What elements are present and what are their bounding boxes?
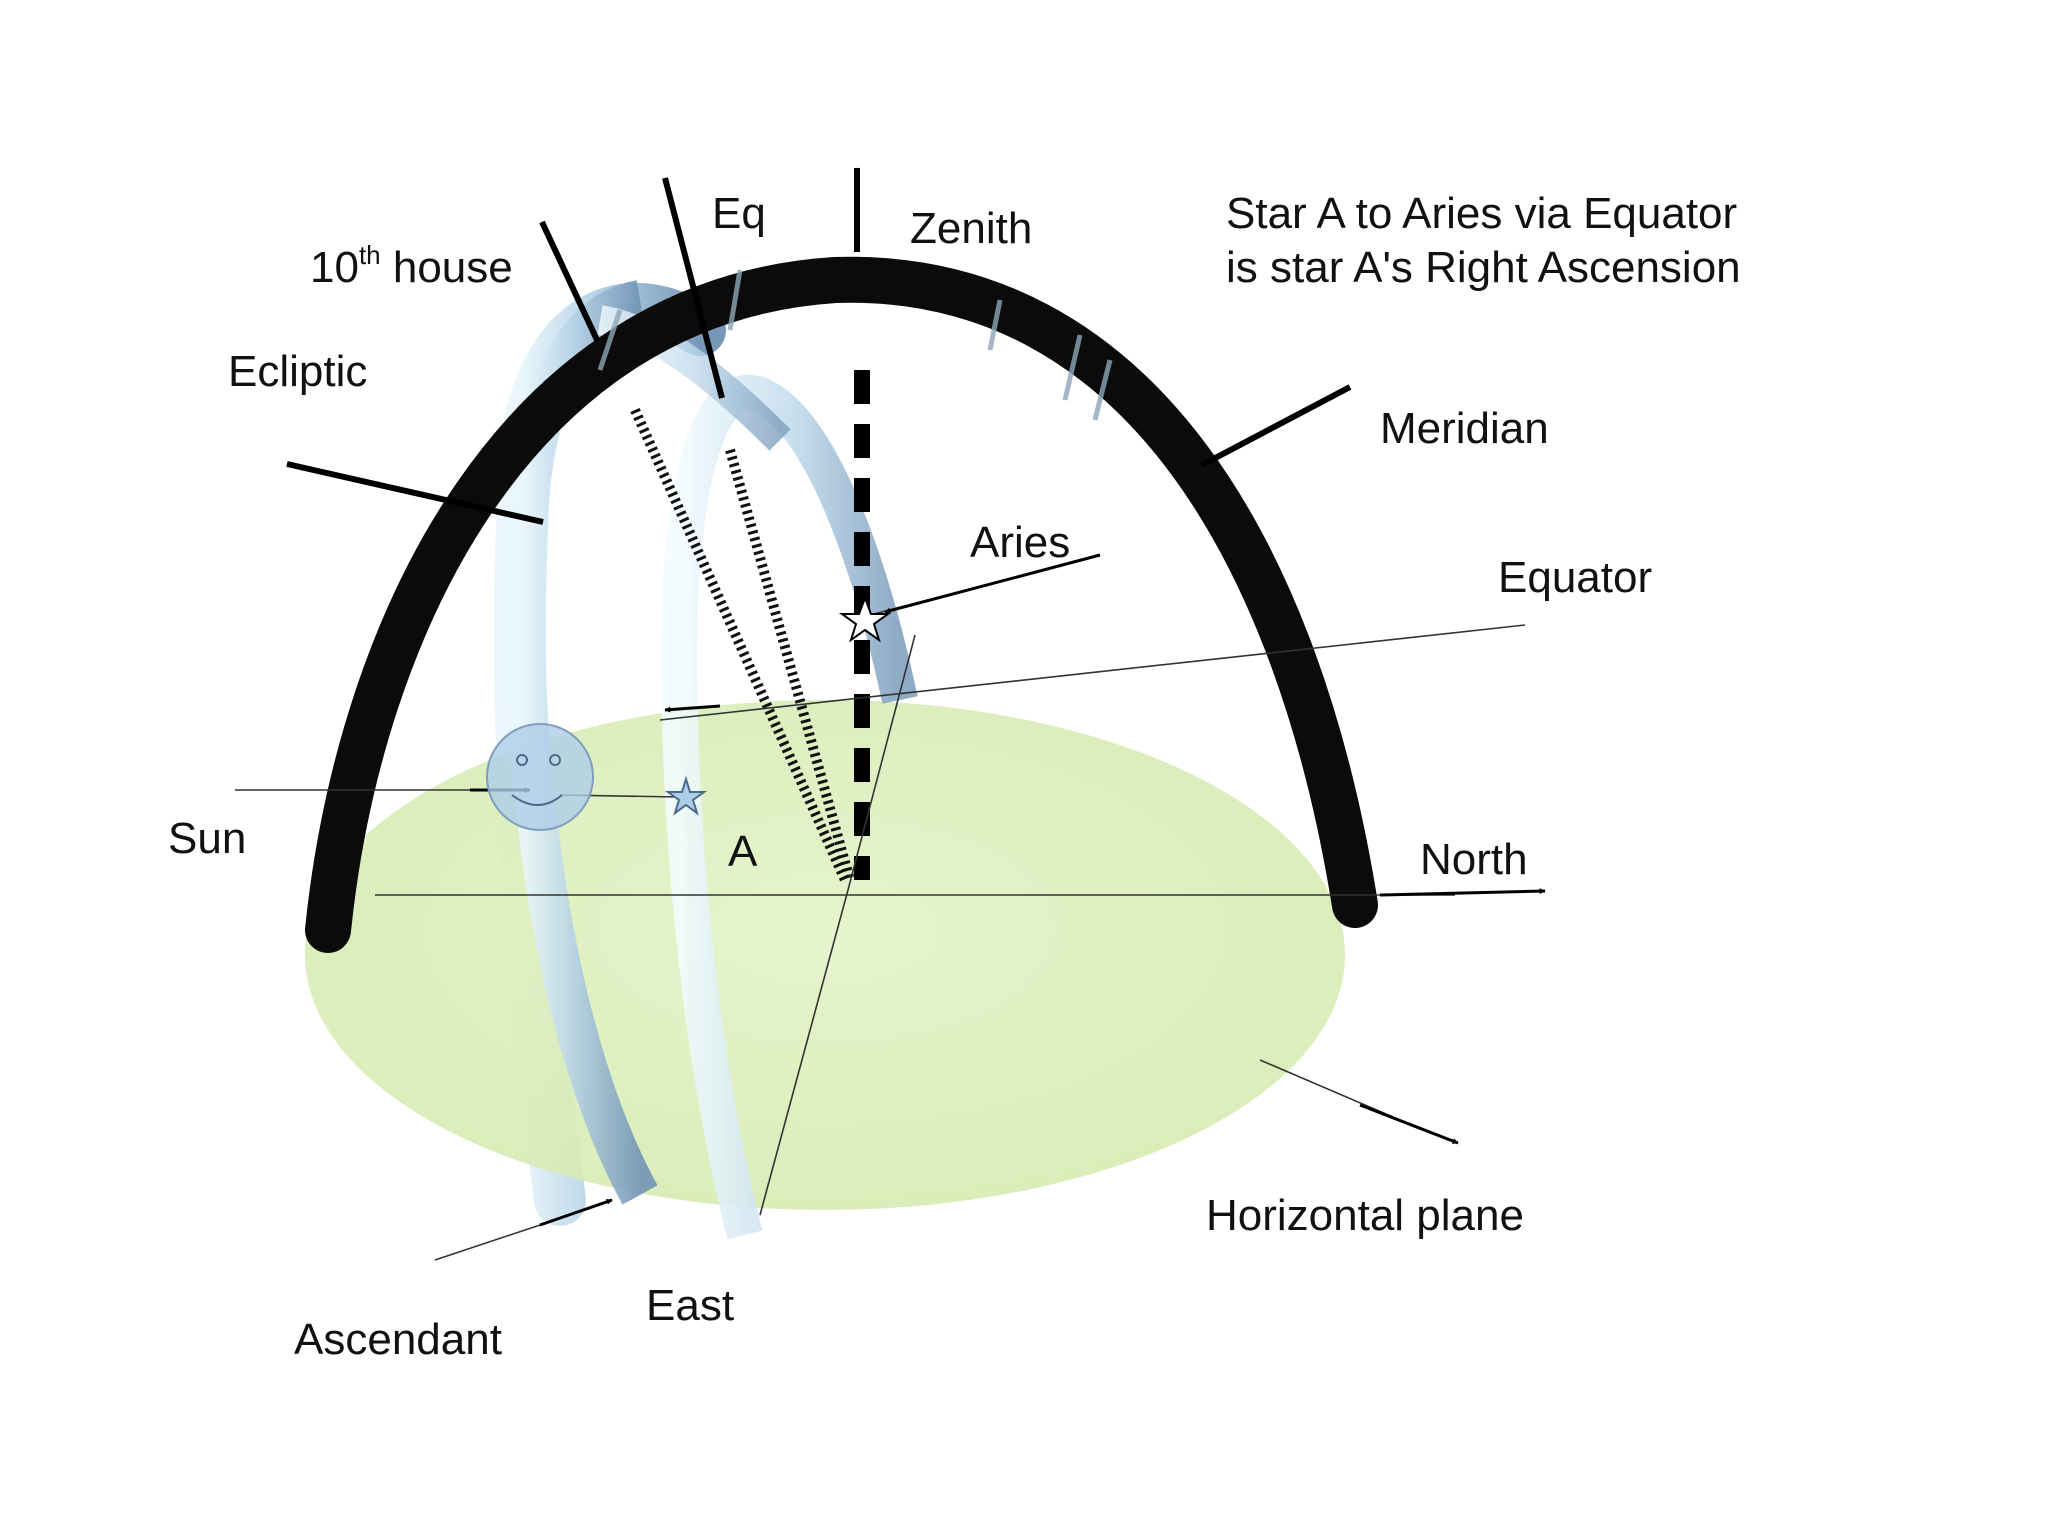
star-a-icon bbox=[664, 775, 708, 816]
tenth-house-label: 10th house bbox=[310, 240, 513, 292]
arrows bbox=[286, 167, 1546, 1227]
tenth-house-arrow bbox=[539, 220, 600, 342]
hour-angle-hatches bbox=[630, 407, 855, 883]
meridian-arch bbox=[305, 256, 1378, 953]
horizontal-plane-arrow bbox=[1359, 1103, 1459, 1145]
horizontal-plane bbox=[305, 700, 1345, 1210]
north-arrow bbox=[1379, 888, 1546, 897]
aries-label: Aries bbox=[970, 518, 1070, 567]
caption-line-2: is star A's Right Ascension bbox=[1226, 243, 1741, 292]
sun-label: Sun bbox=[168, 814, 246, 863]
meridian-highlights bbox=[597, 269, 1113, 421]
equator-arrow bbox=[664, 704, 721, 713]
aries-arrow bbox=[884, 553, 1101, 614]
north-label: North bbox=[1420, 835, 1528, 884]
equator-label: Equator bbox=[1498, 553, 1652, 602]
horizontal-plane-label: Horizontal plane bbox=[1206, 1191, 1524, 1240]
eq-label: Eq bbox=[712, 189, 766, 238]
sun-icon bbox=[486, 723, 594, 831]
east-label: East bbox=[646, 1281, 734, 1330]
zenith-label: Zenith bbox=[910, 204, 1032, 253]
ecliptic-band bbox=[504, 280, 658, 1205]
ecliptic-label: Ecliptic bbox=[228, 347, 367, 396]
aries-star-icon bbox=[838, 595, 892, 643]
meridian-label: Meridian bbox=[1380, 404, 1549, 453]
ecliptic-arrow bbox=[286, 461, 544, 525]
star-a-label: A bbox=[728, 827, 758, 876]
eq-arrow bbox=[662, 177, 725, 399]
meridian-arrow bbox=[1200, 384, 1352, 468]
ascendant-label: Ascendant bbox=[294, 1315, 502, 1364]
caption-line-1: Star A to Aries via Equator bbox=[1226, 189, 1737, 238]
equator-band bbox=[661, 374, 918, 1240]
ascendant-arrow bbox=[539, 1198, 613, 1227]
